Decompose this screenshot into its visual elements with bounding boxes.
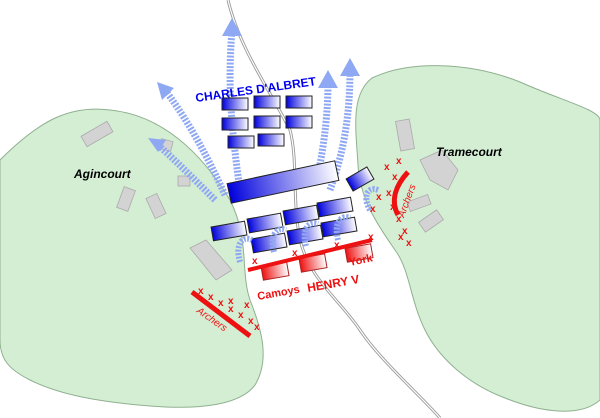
french-recoil-arrows (235, 186, 380, 263)
agincourt-label: Agincourt (73, 167, 132, 181)
agincourt-woods (0, 108, 264, 408)
svg-text:x: x (252, 256, 258, 267)
archers-right-line (391, 170, 410, 217)
svg-text:x: x (292, 248, 298, 259)
svg-text:x: x (390, 202, 396, 213)
tramecourt-woods (355, 65, 600, 412)
svg-text:x: x (386, 188, 392, 199)
svg-text:x: x (244, 300, 250, 311)
svg-text:x: x (334, 240, 340, 251)
svg-text:x: x (368, 232, 374, 243)
camoys-label: Camoys (256, 284, 300, 303)
svg-text:x: x (406, 238, 412, 249)
svg-text:x: x (198, 286, 204, 297)
tramecourt-label: Tramecourt (436, 145, 503, 159)
svg-text:x: x (396, 214, 402, 225)
svg-text:x: x (238, 310, 244, 321)
svg-text:x: x (398, 232, 404, 243)
french-rear-units (221, 95, 313, 149)
archers-left-line (190, 290, 252, 338)
svg-text:x: x (218, 298, 224, 309)
tramecourt-buildings (395, 118, 459, 233)
svg-text:x: x (402, 226, 408, 237)
york-label: York (348, 252, 374, 269)
french-arrow-heads (148, 18, 360, 152)
svg-text:x: x (248, 316, 254, 327)
svg-text:x: x (376, 192, 382, 203)
svg-text:x: x (370, 204, 376, 215)
english-commander-label: HENRY V (306, 272, 360, 295)
english-front-line (247, 238, 373, 272)
french-vanguard (210, 166, 375, 254)
svg-text:x: x (228, 304, 234, 315)
svg-text:x: x (208, 292, 214, 303)
svg-text:x: x (254, 322, 260, 333)
svg-text:x: x (228, 296, 234, 307)
svg-text:x: x (384, 162, 390, 173)
svg-text:x: x (396, 156, 402, 167)
french-main-line (226, 160, 340, 204)
svg-text:x: x (392, 172, 398, 183)
